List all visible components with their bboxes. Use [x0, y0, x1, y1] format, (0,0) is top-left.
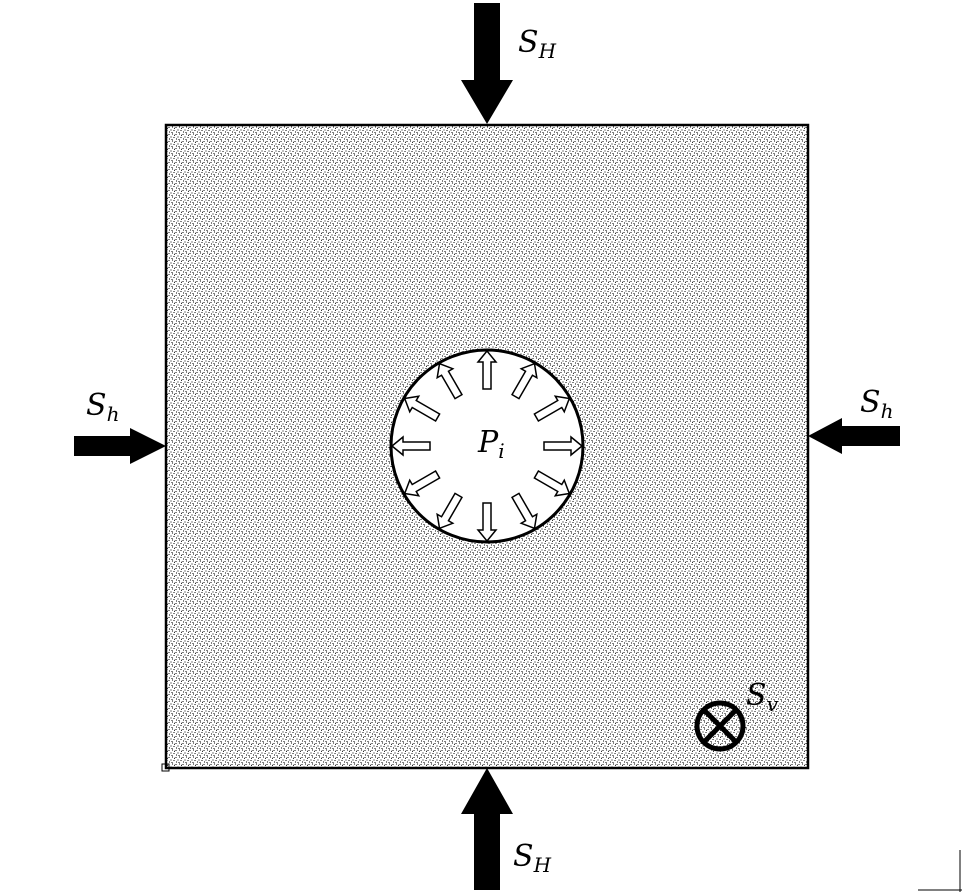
pressure-hollow-arrow-icon: [533, 470, 571, 497]
pressure-label: Pi: [477, 425, 505, 463]
right-load-arrow-icon: [808, 418, 900, 454]
pressure-hollow-arrow-icon: [476, 502, 498, 543]
top-label: SH: [518, 25, 557, 63]
pressure-hollow-arrow-icon: [533, 395, 571, 422]
corner-mark: [161, 763, 170, 772]
pressure-hollow-arrow-icon: [511, 362, 538, 400]
bottom-label: SH: [513, 839, 552, 877]
vertical-stress-circle-cross-icon: [694, 700, 746, 752]
pressure-hollow-arrow-icon: [403, 395, 441, 422]
top-load-arrow-icon: [461, 3, 513, 124]
pressure-hollow-arrow-icon: [436, 362, 463, 400]
pressure-hollow-arrow-icon: [403, 470, 441, 497]
pressure-hollow-arrow-icon: [511, 492, 538, 530]
pressure-hollow-arrow-icon: [543, 435, 584, 457]
corner-line-decoration: [918, 850, 962, 892]
pressure-arrows: [390, 349, 584, 543]
vertical-stress-label: Sv: [746, 678, 779, 716]
pressure-hollow-arrow-icon: [436, 492, 463, 530]
left-load-arrow-icon: [74, 428, 166, 464]
pressure-hollow-arrow-icon: [390, 435, 431, 457]
pressure-hollow-arrow-icon: [476, 349, 498, 390]
right-label: Sh: [860, 385, 893, 423]
left-label: Sh: [86, 388, 119, 426]
bottom-load-arrow-icon: [461, 768, 513, 890]
